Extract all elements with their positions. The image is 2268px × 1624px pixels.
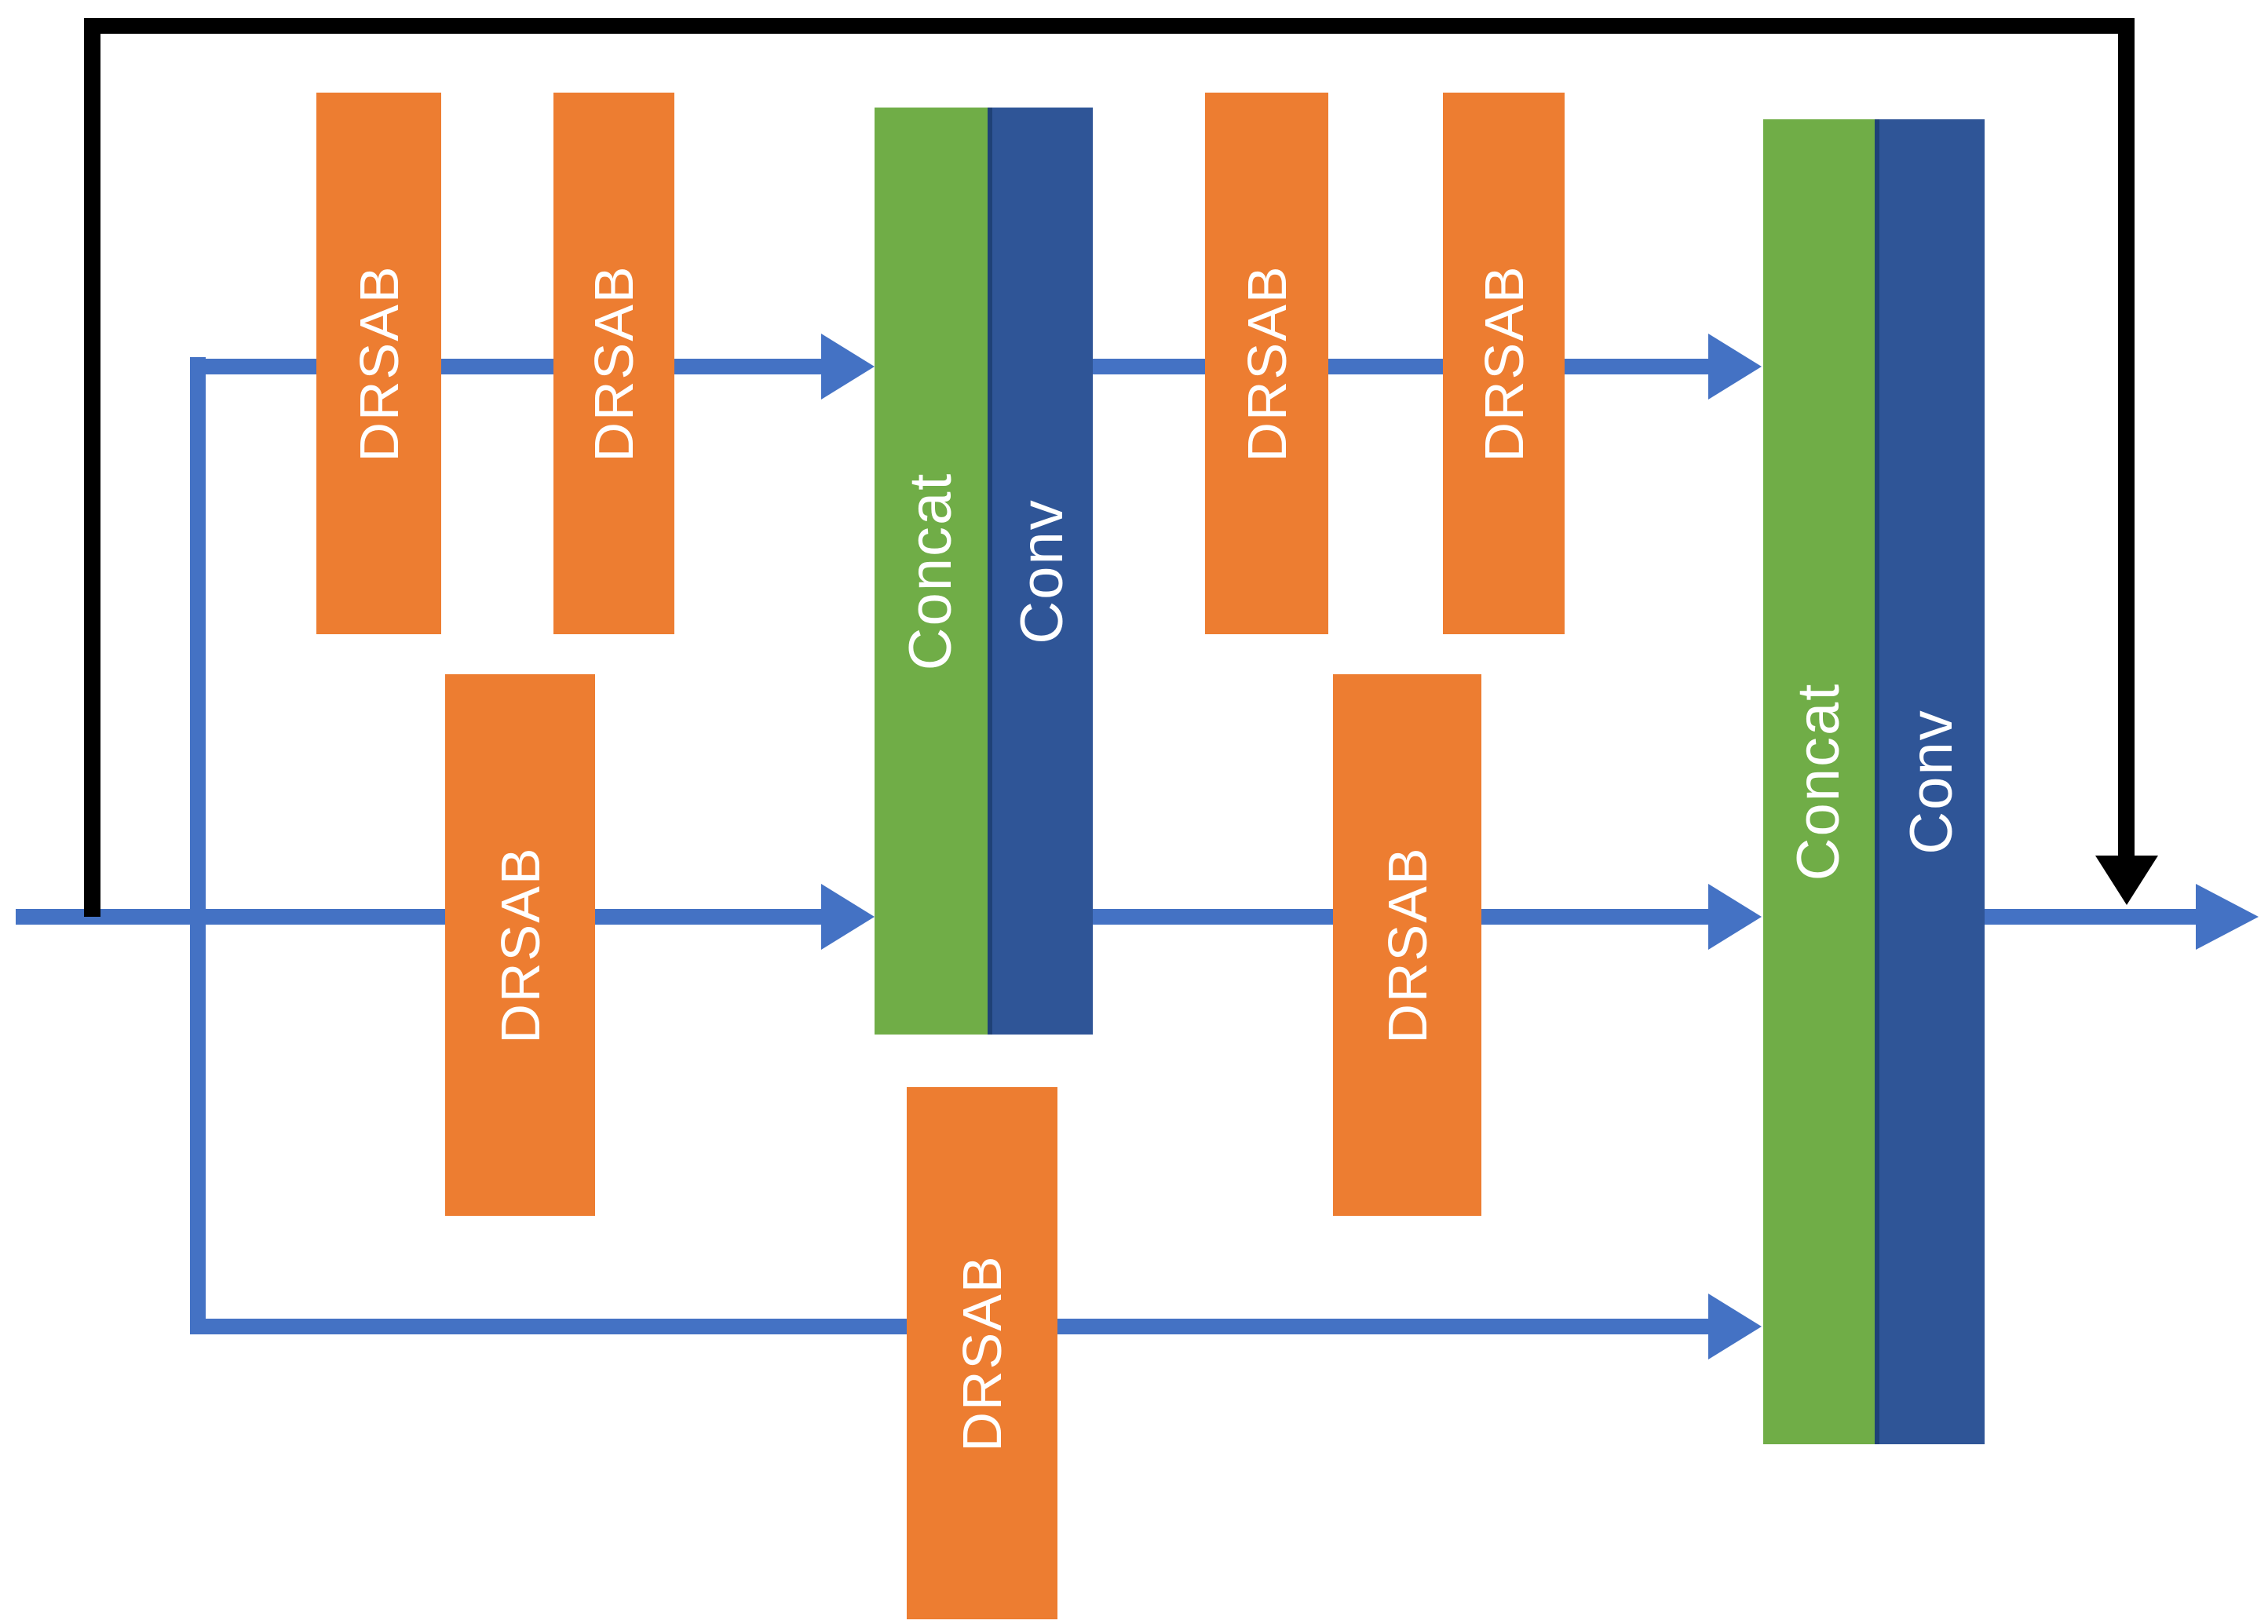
concat-block-1: Concat bbox=[875, 108, 988, 1035]
arrowhead-down-icon bbox=[2095, 856, 2158, 905]
conv-block-label: Conv bbox=[1009, 498, 1076, 644]
drsab-block-5: DRSAB bbox=[445, 674, 595, 1216]
drsab-block-label: DRSAB bbox=[489, 846, 551, 1044]
flow-branch-vertical bbox=[190, 357, 206, 1334]
drsab-block-label: DRSAB bbox=[1473, 265, 1535, 462]
conv-block-label: Conv bbox=[1898, 709, 1965, 855]
conv-block-1: Conv bbox=[988, 108, 1093, 1035]
concat-block-2: Concat bbox=[1763, 119, 1875, 1444]
drsab-block-7: DRSAB bbox=[907, 1087, 1057, 1619]
concat-block-label: Concat bbox=[1785, 682, 1852, 881]
drsab-block-4: DRSAB bbox=[1443, 93, 1565, 634]
arrowhead-right-icon bbox=[821, 334, 875, 400]
flow-line-output bbox=[1985, 909, 2200, 925]
drsab-block-label: DRSAB bbox=[951, 1254, 1013, 1452]
drsab-block-3: DRSAB bbox=[1205, 93, 1328, 634]
drsab-block-label: DRSAB bbox=[583, 265, 645, 462]
arrowhead-right-icon bbox=[1708, 334, 1762, 400]
drsab-block-2: DRSAB bbox=[553, 93, 674, 634]
drsab-block-label: DRSAB bbox=[1376, 846, 1438, 1044]
concat-block-label: Concat bbox=[897, 472, 964, 670]
drsab-block-label: DRSAB bbox=[1236, 265, 1298, 462]
arrowhead-right-icon bbox=[821, 884, 875, 950]
arrowhead-right-icon bbox=[1708, 884, 1762, 950]
arrowhead-right-icon bbox=[2196, 884, 2259, 950]
skip-connection-left bbox=[84, 18, 100, 917]
conv-block-2: Conv bbox=[1875, 119, 1985, 1444]
skip-connection-top bbox=[84, 18, 2135, 34]
flow-line-top-left bbox=[198, 359, 826, 374]
skip-connection-right bbox=[2118, 18, 2135, 856]
arrowhead-right-icon bbox=[1708, 1294, 1762, 1359]
drsab-block-6: DRSAB bbox=[1333, 674, 1481, 1216]
drsab-block-label: DRSAB bbox=[348, 265, 410, 462]
drsab-block-1: DRSAB bbox=[316, 93, 441, 634]
flow-line-middle-input bbox=[16, 909, 824, 925]
flow-line-top-right bbox=[1093, 359, 1710, 374]
